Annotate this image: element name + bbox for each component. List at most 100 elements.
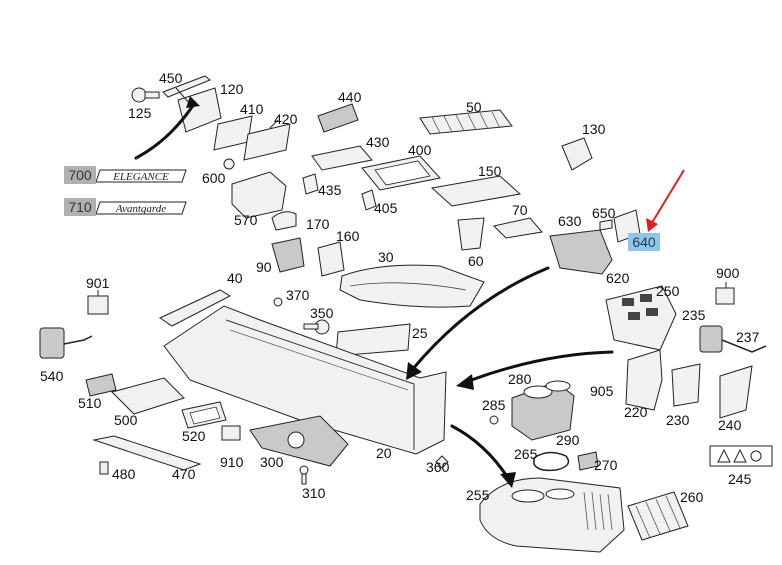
label-290[interactable]: 290 [556,432,580,448]
label-350[interactable]: 350 [310,305,334,321]
part-125-screw [131,87,160,103]
assembly-arrowhead-trim [186,96,200,108]
label-360[interactable]: 360 [426,459,450,475]
label-120[interactable]: 120 [220,81,244,97]
assembly-arrow-trim [134,102,196,160]
label-125[interactable]: 125 [128,105,152,121]
label-280[interactable]: 280 [508,371,532,387]
label-160[interactable]: 160 [336,228,360,244]
assembly-arrow-vent [464,350,614,384]
label-600[interactable]: 600 [202,170,226,186]
badge-700: ELEGANCE [95,169,187,183]
part-350-bolt [303,319,330,335]
label-450[interactable]: 450 [159,70,183,86]
label-500[interactable]: 500 [114,412,138,428]
label-70[interactable]: 70 [512,202,528,218]
leader-420 [269,119,279,129]
label-265[interactable]: 265 [514,446,538,462]
tag-710[interactable]: 710 [64,198,96,216]
label-40[interactable]: 40 [227,270,243,286]
label-510[interactable]: 510 [78,395,102,411]
label-300[interactable]: 300 [260,454,284,470]
leader-120 [175,87,191,105]
label-440[interactable]: 440 [338,89,362,105]
part-285-nut [489,415,499,425]
label-237[interactable]: 237 [736,329,760,345]
label-25[interactable]: 25 [412,325,428,341]
label-285[interactable]: 285 [482,397,506,413]
label-630[interactable]: 630 [558,213,582,229]
part-250-grills [622,294,658,320]
part-440 [317,103,359,133]
part-540-socket [39,327,93,359]
label-20[interactable]: 20 [376,445,392,461]
part-160 [317,241,345,277]
part-230 [671,363,701,407]
label-900[interactable]: 900 [716,265,740,281]
label-130[interactable]: 130 [582,121,606,137]
part-240-panel [719,365,753,419]
label-540[interactable]: 540 [40,368,64,384]
part-510 [85,373,117,397]
part-500-module [111,377,185,415]
part-420-pad [243,123,291,161]
part-120-plate [177,87,222,133]
label-570[interactable]: 570 [234,212,258,228]
label-260[interactable]: 260 [680,489,704,505]
label-520[interactable]: 520 [182,428,206,444]
label-270[interactable]: 270 [594,457,618,473]
label-235[interactable]: 235 [682,307,706,323]
label-400[interactable]: 400 [408,142,432,158]
badge-avantgarde-text: Avantgarde [115,203,166,215]
part-20-edge [225,319,415,450]
label-60[interactable]: 60 [468,253,484,269]
label-250[interactable]: 250 [656,283,680,299]
label-150[interactable]: 150 [478,163,502,179]
badge-710: Avantgarde [95,201,187,215]
assembly-arrowhead-rear [500,472,516,488]
label-480[interactable]: 480 [112,466,136,482]
part-237-cable [721,339,767,353]
label-620[interactable]: 620 [606,270,630,286]
label-255[interactable]: 255 [466,487,490,503]
label-901[interactable]: 901 [86,275,110,291]
label-420[interactable]: 420 [274,111,298,127]
label-310[interactable]: 310 [302,485,326,501]
part-40-bracket [158,289,232,327]
tag-700[interactable]: 700 [64,166,96,184]
label-230[interactable]: 230 [666,412,690,428]
tag-710-text: 710 [68,199,92,215]
label-245[interactable]: 245 [728,471,752,487]
part-280-ring-2 [545,380,571,392]
part-50-roller-cover [419,109,513,135]
label-430[interactable]: 430 [366,134,390,150]
label-240[interactable]: 240 [718,417,742,433]
part-30-armrest [339,264,485,308]
part-170-cap [271,211,297,231]
part-255-cup-ring-1 [511,489,545,503]
label-90[interactable]: 90 [256,259,272,275]
label-220[interactable]: 220 [624,404,648,420]
part-910-connector [221,425,241,441]
label-905[interactable]: 905 [590,383,614,399]
part-260-cover [627,491,689,541]
label-170[interactable]: 170 [306,216,330,232]
tag-640[interactable]: 640 [628,233,660,251]
label-50[interactable]: 50 [466,99,482,115]
label-470[interactable]: 470 [172,466,196,482]
assembly-arrow-top [410,266,550,372]
part-30-seam [349,282,467,291]
label-650[interactable]: 650 [592,205,616,221]
label-370[interactable]: 370 [286,287,310,303]
part-650 [599,219,613,231]
label-910[interactable]: 910 [220,454,244,470]
tag-640-box [628,233,660,251]
label-410[interactable]: 410 [240,101,264,117]
part-405-clip [361,189,377,211]
part-150-tray [430,175,522,207]
label-405[interactable]: 405 [374,200,398,216]
label-435[interactable]: 435 [318,182,342,198]
label-30[interactable]: 30 [378,249,394,265]
badge-elegance-text: ELEGANCE [112,171,169,183]
